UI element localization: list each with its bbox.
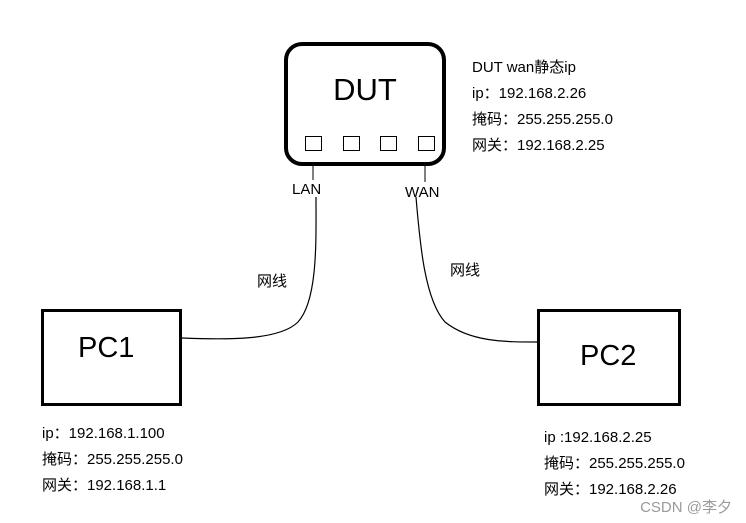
wan-cable <box>415 196 538 343</box>
dut-info-heading: DUT wan静态ip <box>472 59 576 76</box>
dut-info-ip: ip：192.168.2.26 <box>472 85 587 102</box>
pc2-title: PC2 <box>580 340 637 372</box>
dut-device: DUT <box>284 42 446 166</box>
wan-label: WAN <box>405 184 440 201</box>
port-2 <box>343 136 360 151</box>
wan-port <box>418 136 435 151</box>
lan-cable <box>181 196 317 340</box>
lan-label: LAN <box>292 181 322 198</box>
dut-info-gateway: 网关：192.168.2.25 <box>472 137 605 154</box>
pc2-info-ip: ip :192.168.2.25 <box>544 429 652 446</box>
pc1-device: PC1 <box>41 309 182 406</box>
pc2-info-gateway: 网关：192.168.2.26 <box>544 481 677 498</box>
lan-port <box>305 136 322 151</box>
pc1-info-ip: ip：192.168.1.100 <box>42 425 165 442</box>
pc2-device: PC2 <box>537 309 681 406</box>
pc1-info: ip：192.168.1.100 掩码：255.255.255.0 网关：192… <box>42 421 183 499</box>
port-3 <box>380 136 397 151</box>
dut-info-mask: 掩码：255.255.255.0 <box>472 111 613 128</box>
pc1-title: PC1 <box>78 332 135 364</box>
pc2-info: ip :192.168.2.25 掩码：255.255.255.0 网关：192… <box>544 425 685 503</box>
watermark: CSDN @李夕 <box>640 499 732 516</box>
pc1-info-gateway: 网关：192.168.1.1 <box>42 477 167 494</box>
left-cable-label: 网线 <box>257 273 288 290</box>
pc1-info-mask: 掩码：255.255.255.0 <box>42 451 183 468</box>
dut-title: DUT <box>333 72 397 107</box>
dut-info: DUT wan静态ip ip：192.168.2.26 掩码：255.255.2… <box>472 55 613 159</box>
pc2-info-mask: 掩码：255.255.255.0 <box>544 455 685 472</box>
right-cable-label: 网线 <box>450 262 481 279</box>
